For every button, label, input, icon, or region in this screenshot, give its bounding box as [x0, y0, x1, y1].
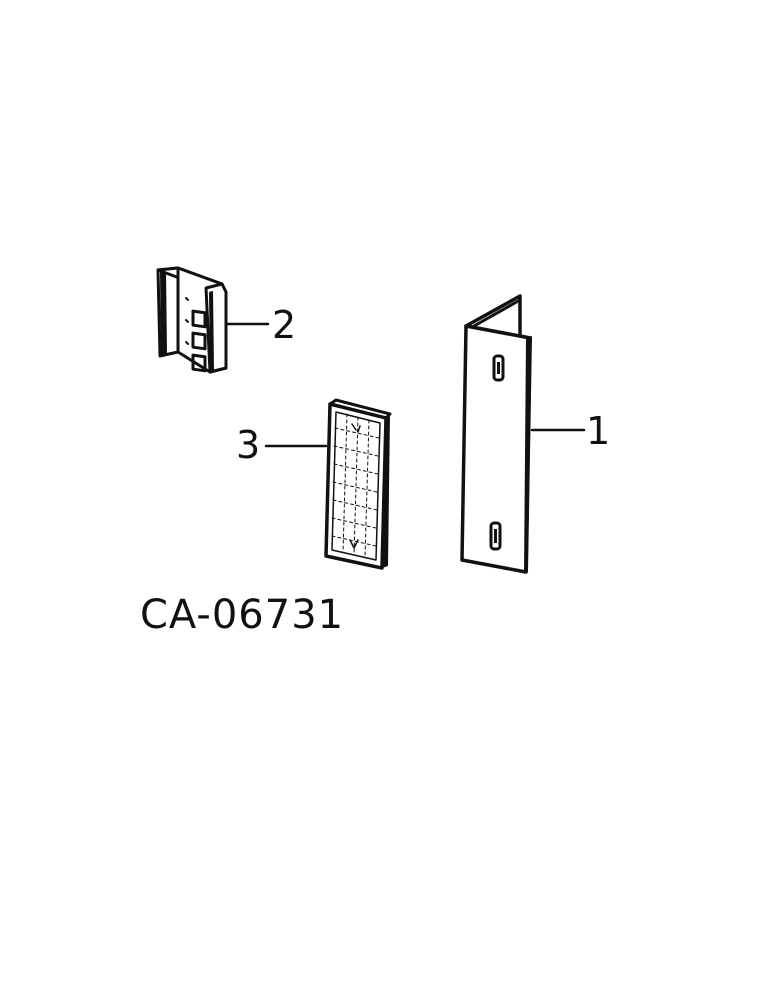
bracket-part: [460, 294, 532, 574]
callout-number-3: 3: [236, 423, 260, 467]
callout-3: 3: [236, 423, 328, 467]
reflector-part: [324, 398, 392, 570]
callout-1: 1: [530, 409, 610, 453]
callout-2: 2: [226, 303, 296, 347]
clip-part: [156, 266, 228, 374]
figure-code: CA-06731: [140, 592, 344, 638]
callout-number-1: 1: [586, 409, 610, 453]
callout-number-2: 2: [272, 303, 296, 347]
